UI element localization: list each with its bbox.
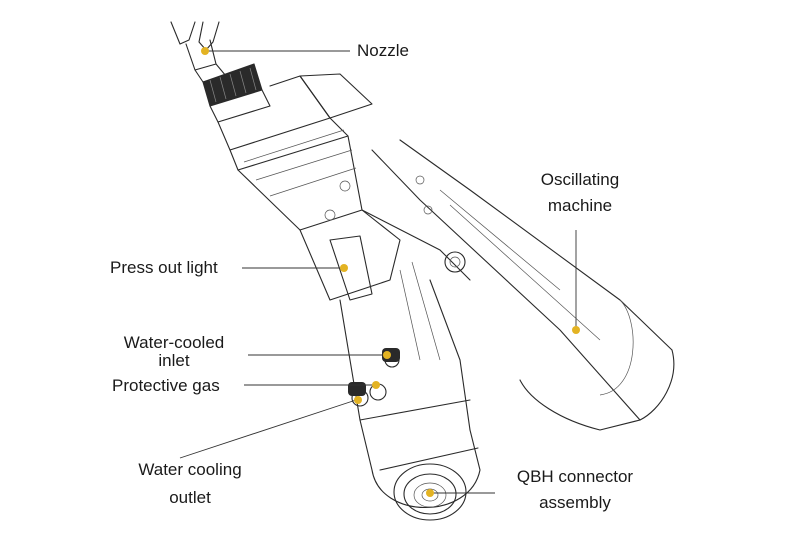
label-qbh-line1: QBH connector xyxy=(516,467,634,486)
label-press-out-light: Press out light xyxy=(110,258,218,277)
label-water-cooled-line2: inlet xyxy=(158,351,190,370)
marker-dots xyxy=(201,47,580,497)
label-protective-gas: Protective gas xyxy=(112,376,220,395)
oscillating-machine-body xyxy=(361,139,675,431)
nozzle-part xyxy=(170,21,271,123)
label-oscillating-line2: machine xyxy=(547,196,613,215)
marker-press-out-light xyxy=(340,264,348,272)
marker-water-cooling xyxy=(354,396,362,404)
upper-housing xyxy=(217,73,373,231)
marker-nozzle xyxy=(201,47,209,55)
label-water-cooled-line1: Water-cooled xyxy=(123,333,225,352)
marker-water-cooled xyxy=(383,351,391,359)
leader-water-cooling xyxy=(179,399,357,459)
central-body xyxy=(299,175,433,301)
label-water-cooling-line2: outlet xyxy=(169,488,211,507)
marker-qbh xyxy=(426,489,434,497)
label-water-cooled-inlet: Water-cooled inlet xyxy=(108,333,240,371)
label-qbh-line2: assembly xyxy=(539,493,611,512)
marker-protective-gas xyxy=(372,381,380,389)
marker-oscillating xyxy=(572,326,580,334)
qbh-connector xyxy=(393,463,467,521)
label-nozzle: Nozzle xyxy=(357,41,409,60)
label-water-cooling-outlet: Water cooling outlet xyxy=(120,460,260,508)
label-oscillating-line1: Oscillating xyxy=(540,170,620,189)
leader-lines xyxy=(179,50,577,494)
label-water-cooling-line1: Water cooling xyxy=(138,460,242,479)
label-qbh-connector: QBH connector assembly xyxy=(500,467,650,513)
label-oscillating-machine: Oscillating machine xyxy=(520,170,640,216)
